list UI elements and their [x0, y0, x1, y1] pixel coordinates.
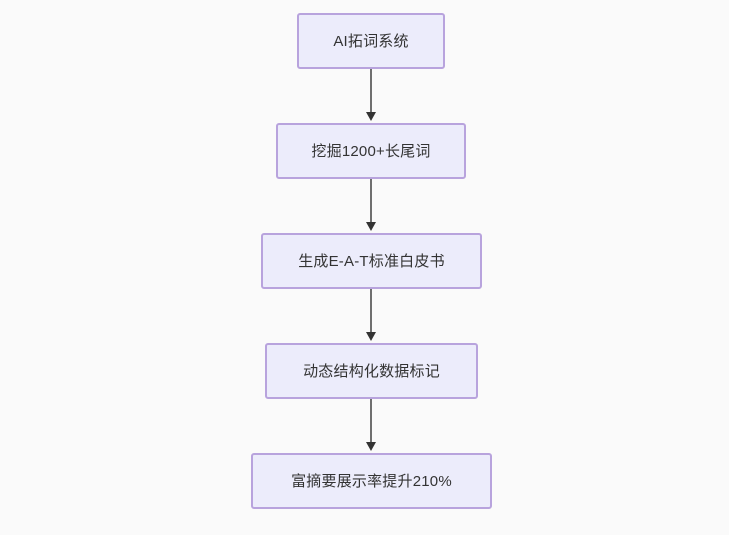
- arrowhead-node2-to-node3: [366, 222, 376, 231]
- flow-node-generate-eat-whitepaper[interactable]: 生成E-A-T标准白皮书: [261, 233, 482, 289]
- edge-node2-to-node3: [370, 179, 372, 224]
- arrowhead-node1-to-node2: [366, 112, 376, 121]
- flow-node-ai-keyword-system[interactable]: AI拓词系统: [297, 13, 445, 69]
- flow-node-dynamic-structured-data-markup[interactable]: 动态结构化数据标记: [265, 343, 478, 399]
- edge-node1-to-node2: [370, 69, 372, 114]
- flow-node-rich-snippet-impression-lift[interactable]: 富摘要展示率提升210%: [251, 453, 492, 509]
- arrowhead-node4-to-node5: [366, 442, 376, 451]
- edge-node3-to-node4: [370, 289, 372, 334]
- flow-node-mine-longtail-keywords[interactable]: 挖掘1200+长尾词: [276, 123, 466, 179]
- arrowhead-node3-to-node4: [366, 332, 376, 341]
- edge-node4-to-node5: [370, 399, 372, 444]
